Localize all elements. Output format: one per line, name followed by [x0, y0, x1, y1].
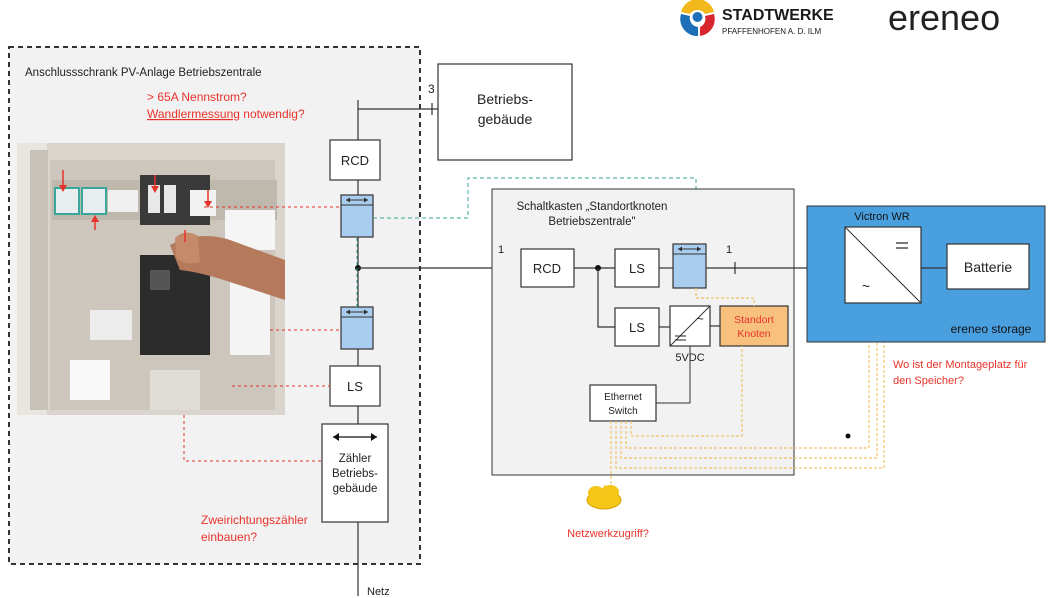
photo-leader-lines	[183, 206, 341, 462]
cabinet-ls-label: LS	[347, 379, 363, 394]
storage-system-label: ereneo storage	[951, 322, 1032, 336]
grid-meter-box	[321, 423, 389, 523]
stadtwerke-city: PFAFFENHOFEN A. D. ILM	[722, 27, 821, 36]
switchbox-title-line1: Schaltkasten „Standortknoten	[517, 201, 668, 213]
cabinet-photo	[17, 143, 285, 415]
cabinet-ls-box	[329, 365, 381, 407]
mount-location-note-line2: den Speicher?	[893, 375, 964, 387]
grid-meter-line2: Betriebs-	[332, 468, 378, 480]
power-supply-icon: ~	[669, 305, 711, 347]
battery-label: Batterie	[964, 259, 1012, 275]
current-note-line2: Wandlermessung notwendig?	[147, 107, 305, 121]
grid-label: Netz	[367, 586, 390, 598]
svg-text:~: ~	[696, 311, 704, 326]
cloud-icon	[586, 485, 622, 510]
switchbox-ls-bottom-box	[614, 307, 660, 347]
switchbox-title-line2: Betriebszentrale"	[548, 216, 635, 228]
ethernet-switch-line1: Ethernet	[604, 392, 642, 403]
grid-meter-line1: Zähler	[339, 453, 372, 465]
cabinet-rcd-box	[329, 139, 381, 181]
ls-branch-line	[597, 268, 615, 328]
ereneo-logo: ereneo	[888, 0, 1000, 38]
site-node-line1: Standort	[734, 314, 774, 326]
bidirectional-meter-note-line2: einbauen?	[201, 530, 257, 544]
switchbox-rcd-box	[520, 248, 575, 288]
switchbox-phase-out: 1	[726, 244, 732, 256]
meter-module-switchbox	[672, 243, 707, 289]
building-box	[437, 63, 573, 161]
stadtwerke-logo: STADTWERKE PFAFFENHOFEN A. D. ILM	[680, 0, 834, 37]
battery-box	[946, 243, 1030, 290]
cabinet-title: Anschlussschrank PV-Anlage Betriebszentr…	[25, 67, 262, 79]
inverter-label: Victron WR	[854, 211, 909, 223]
network-access-note: Netzwerkzugriff?	[567, 528, 649, 540]
psu-switch-line	[656, 346, 691, 404]
building-label-line2: gebäude	[478, 111, 533, 127]
meter-module-bottom	[340, 306, 374, 350]
ethernet-switch-line2: Switch	[608, 406, 637, 417]
site-node-box	[719, 305, 789, 347]
inverter-icon: ~	[844, 226, 922, 304]
switchbox-phase-in: 1	[498, 244, 504, 256]
stadtwerke-emblem-icon	[680, 0, 715, 37]
switchbox-ls-bottom-label: LS	[629, 320, 645, 335]
ethernet-switch-box	[589, 384, 657, 422]
svg-text:~: ~	[862, 278, 870, 294]
mount-location-note-line1: Wo ist der Montageplatz für	[893, 359, 1028, 371]
grid-meter-line3: gebäude	[333, 483, 378, 495]
bidirectional-arrow-icon	[333, 433, 377, 441]
stadtwerke-name: STADTWERKE	[722, 7, 834, 24]
site-node-line2: Knoten	[737, 328, 770, 340]
meter-module-top	[340, 194, 374, 238]
bidirectional-meter-note-line1: Zweirichtungszähler	[201, 513, 308, 527]
stray-dot	[845, 433, 851, 439]
switchbox-rcd-label: RCD	[533, 261, 561, 276]
switchbox-ls-top-label: LS	[629, 261, 645, 276]
building-label-line1: Betriebs-	[477, 91, 533, 107]
building-phase-count: 3	[428, 82, 435, 96]
current-note-line1: > 65A Nennstrom?	[147, 90, 247, 104]
cabinet-rcd-label: RCD	[341, 153, 369, 168]
